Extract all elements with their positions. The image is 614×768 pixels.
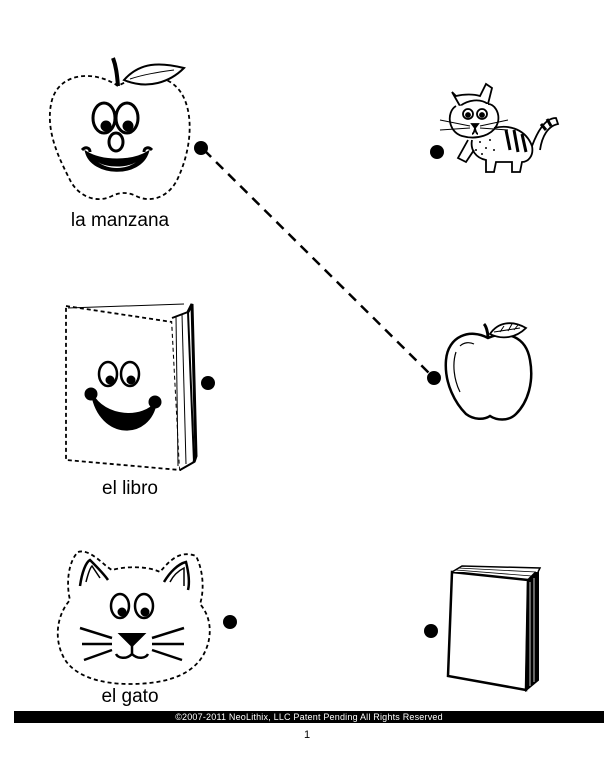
left-dots <box>194 141 237 629</box>
cat-face-icon <box>56 550 211 685</box>
word-la-manzana: la manzana <box>70 210 170 231</box>
match-line <box>203 149 433 377</box>
book-face-icon <box>65 303 198 471</box>
page-number: 1 <box>303 729 311 741</box>
cat-icon <box>439 82 560 173</box>
book-icon <box>446 565 542 693</box>
copyright-bar: ©2007-2011 NeoLithix, LLC Patent Pending… <box>14 711 604 723</box>
word-el-gato: el gato <box>101 686 159 707</box>
word-el-libro: el libro <box>102 478 158 499</box>
dot-cat[interactable] <box>430 145 444 159</box>
right-dots <box>424 145 444 638</box>
dot-el-libro[interactable] <box>201 376 215 390</box>
dot-book[interactable] <box>424 624 438 638</box>
dot-el-gato[interactable] <box>223 615 237 629</box>
dot-apple[interactable] <box>427 371 441 385</box>
apple-icon <box>444 322 533 421</box>
apple-face-icon <box>48 57 191 201</box>
